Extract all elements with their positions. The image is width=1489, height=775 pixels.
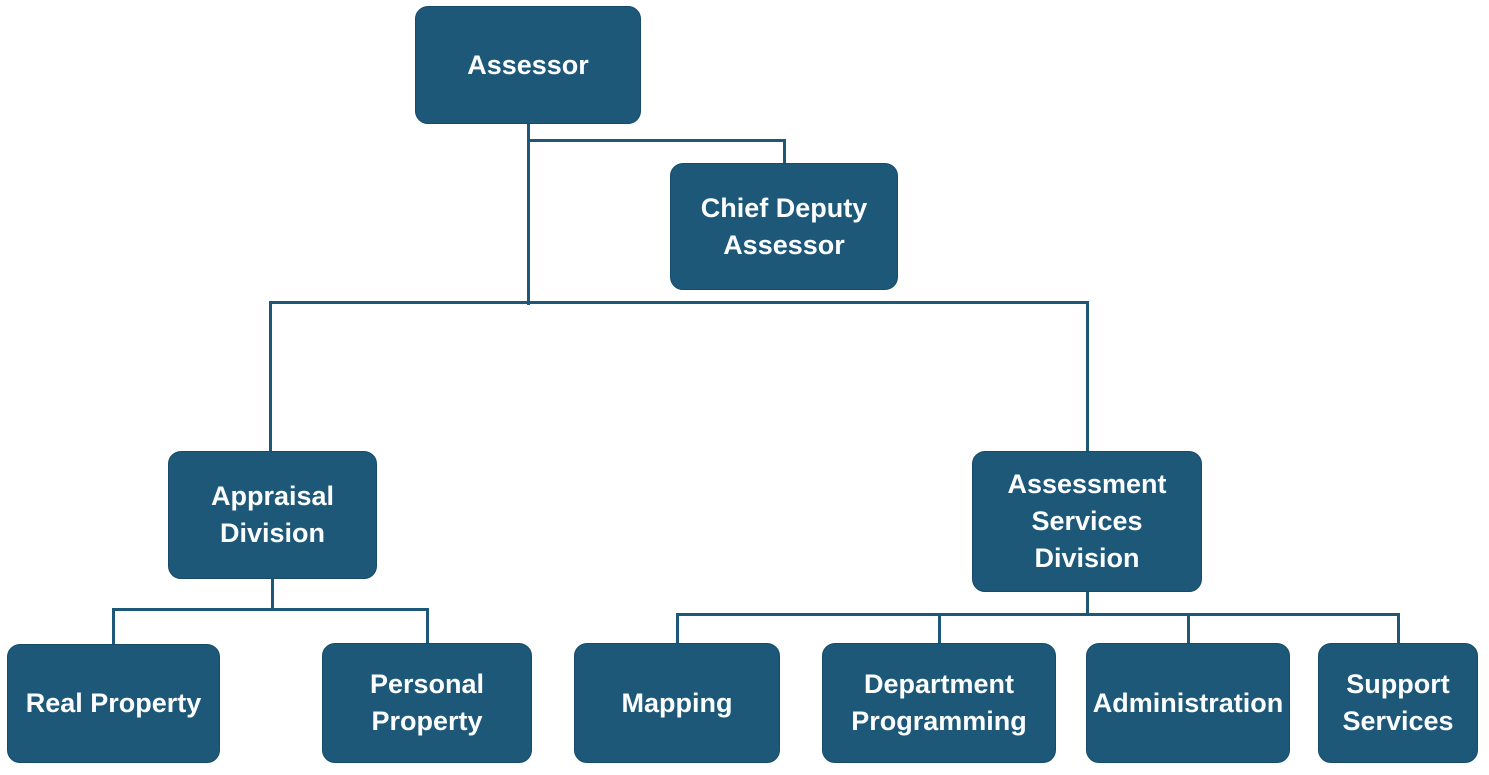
- connector-support-services-drop: [1397, 613, 1400, 645]
- connector-assessment-children-rail: [676, 613, 1400, 616]
- org-node-real-property-label: Real Property: [25, 688, 202, 718]
- org-node-personal-property: Personal Property: [322, 643, 532, 763]
- org-node-assessor: Assessor: [415, 6, 641, 124]
- connector-real-property-drop: [112, 608, 115, 646]
- org-node-appraisal-division: Appraisal Division: [168, 451, 377, 579]
- connector-appraisal-division-drop: [269, 301, 272, 452]
- org-node-administration-label: Administration: [1092, 687, 1284, 718]
- org-node-real-property: Real Property: [7, 644, 220, 763]
- org-node-support-services: Support Services: [1318, 643, 1478, 763]
- org-node-appraisal-division-label: Appraisal Division: [210, 481, 335, 548]
- connector-divisions-rail: [269, 301, 1089, 304]
- connector-chief-deputy-drop: [783, 139, 786, 165]
- connector-assessor-stem: [527, 124, 530, 305]
- org-node-administration: Administration: [1086, 643, 1290, 763]
- connector-mapping-drop: [676, 613, 679, 645]
- org-node-mapping: Mapping: [574, 643, 780, 763]
- org-node-chief-deputy-assessor-label: Chief Deputy Assessor: [700, 192, 868, 260]
- connector-administration-drop: [1187, 613, 1190, 645]
- connector-appraisal-stem: [271, 579, 274, 611]
- org-node-assessor-label: Assessor: [467, 49, 589, 80]
- org-node-department-programming-label: Department Programming: [851, 669, 1027, 736]
- connector-appraisal-children-rail: [112, 608, 429, 611]
- org-node-assessment-services-division-label: Assessment Services Division: [1007, 469, 1167, 573]
- connector-assessment-services-drop: [1086, 301, 1089, 452]
- org-node-chief-deputy-assessor: Chief Deputy Assessor: [670, 163, 898, 290]
- org-node-mapping-label: Mapping: [621, 687, 733, 718]
- connector-assessor-to-chief-deputy-horizontal: [527, 139, 786, 142]
- connector-personal-property-drop: [426, 608, 429, 645]
- org-node-department-programming: Department Programming: [822, 643, 1056, 763]
- connector-assessment-services-stem: [1086, 592, 1089, 616]
- connector-department-programming-drop: [938, 613, 941, 645]
- org-node-assessment-services-division: Assessment Services Division: [972, 451, 1202, 592]
- org-node-personal-property-label: Personal Property: [369, 669, 485, 736]
- org-node-support-services-label: Support Services: [1342, 669, 1454, 736]
